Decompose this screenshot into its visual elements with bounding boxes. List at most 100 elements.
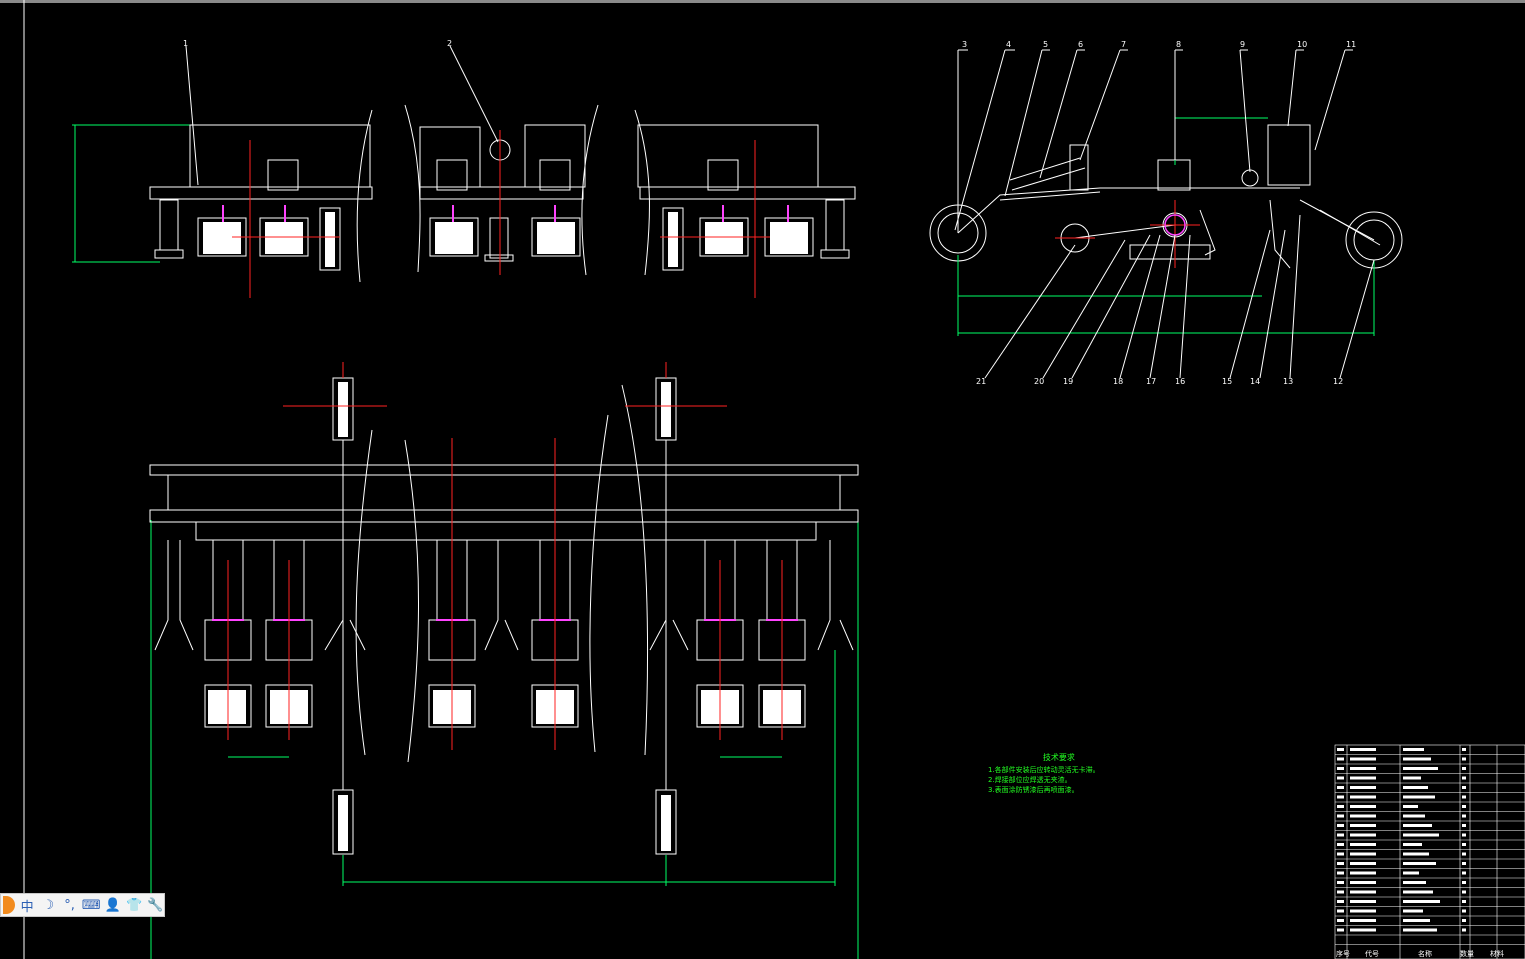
callout-14: 14 xyxy=(1250,377,1260,386)
row-seq-mark xyxy=(1337,748,1344,751)
header-seq: 序号 xyxy=(1336,949,1350,958)
parts-list-table xyxy=(1334,744,1525,959)
technical-requirements: 技术要求 1.各部件安装后应转动灵活无卡滞。 2.焊接部位应焊透无夹渣。 3.表… xyxy=(988,753,1100,795)
callout-4: 4 xyxy=(1006,40,1011,49)
tech-line-3: 3.表面涂防锈漆后再喷面漆。 xyxy=(988,786,1079,794)
row-seq-mark xyxy=(1337,862,1344,865)
header-name: 名称 xyxy=(1418,949,1432,958)
row-seq-mark xyxy=(1337,776,1344,780)
row-qty-mark xyxy=(1462,881,1466,884)
ime-toolbar[interactable]: 中 ☽ °, ⌨ 👤 👕 🔧 xyxy=(0,893,165,917)
row-seq-mark xyxy=(1337,919,1344,922)
row-code-mark xyxy=(1350,900,1376,903)
row-name-mark xyxy=(1403,776,1421,780)
row-name-mark xyxy=(1403,852,1429,856)
side-elevation-view xyxy=(929,124,1403,269)
row-seq-mark xyxy=(1337,890,1344,894)
row-seq-mark xyxy=(1337,852,1344,856)
row-seq-mark xyxy=(1337,881,1344,884)
row-seq-mark xyxy=(1337,786,1344,789)
keyboard-icon[interactable]: ⌨ xyxy=(81,897,101,913)
row-seq-mark xyxy=(1337,928,1344,932)
row-qty-mark xyxy=(1462,767,1466,770)
tech-line-2: 2.焊接部位应焊透无夹渣。 xyxy=(988,776,1072,784)
row-seq-mark xyxy=(1337,767,1344,770)
row-code-mark xyxy=(1350,919,1376,922)
header-material: 材料 xyxy=(1490,949,1504,958)
row-qty-mark xyxy=(1462,928,1466,932)
row-qty-mark xyxy=(1462,814,1466,818)
row-qty-mark xyxy=(1462,909,1466,913)
callout-6: 6 xyxy=(1078,40,1083,49)
callout-5: 5 xyxy=(1043,40,1048,49)
punctuation-icon[interactable]: °, xyxy=(64,897,75,913)
ime-logo-icon[interactable] xyxy=(3,896,15,914)
parts-list-entries xyxy=(1337,748,1466,932)
callout-1: 1 xyxy=(183,39,188,48)
row-seq-mark xyxy=(1337,795,1344,799)
row-name-mark xyxy=(1403,909,1423,913)
row-code-mark xyxy=(1350,928,1376,932)
row-name-mark xyxy=(1403,900,1440,903)
row-code-mark xyxy=(1350,843,1376,846)
row-code-mark xyxy=(1350,805,1376,808)
callout-18: 18 xyxy=(1113,377,1123,386)
row-code-mark xyxy=(1350,748,1376,751)
callout-13: 13 xyxy=(1283,377,1293,386)
row-name-mark xyxy=(1403,881,1426,884)
row-code-mark xyxy=(1350,757,1376,761)
row-code-mark xyxy=(1350,776,1376,780)
row-qty-mark xyxy=(1462,786,1466,789)
row-qty-mark xyxy=(1462,776,1466,780)
row-qty-mark xyxy=(1462,795,1466,799)
row-code-mark xyxy=(1350,862,1376,865)
row-name-mark xyxy=(1403,833,1439,837)
row-qty-mark xyxy=(1462,890,1466,894)
row-seq-mark xyxy=(1337,824,1344,827)
row-name-mark xyxy=(1403,786,1428,789)
callout-11: 11 xyxy=(1346,40,1356,49)
row-seq-mark xyxy=(1337,900,1344,903)
row-qty-mark xyxy=(1462,805,1466,808)
row-name-mark xyxy=(1403,824,1432,827)
row-name-mark xyxy=(1403,795,1435,799)
row-qty-mark xyxy=(1462,833,1466,837)
row-seq-mark xyxy=(1337,871,1344,875)
tech-line-1: 1.各部件安装后应转动灵活无卡滞。 xyxy=(988,766,1100,774)
row-name-mark xyxy=(1403,757,1431,761)
row-name-mark xyxy=(1403,805,1418,808)
callout-2: 2 xyxy=(447,39,452,48)
row-code-mark xyxy=(1350,767,1376,770)
tech-title: 技术要求 xyxy=(1042,753,1075,762)
row-qty-mark xyxy=(1462,871,1466,875)
row-qty-mark xyxy=(1462,919,1466,922)
row-seq-mark xyxy=(1337,805,1344,808)
row-code-mark xyxy=(1350,909,1376,913)
front-elevation-view xyxy=(72,104,856,283)
callout-21: 21 xyxy=(976,377,986,386)
row-code-mark xyxy=(1350,814,1376,818)
row-code-mark xyxy=(1350,871,1376,875)
row-qty-mark xyxy=(1462,748,1466,751)
callout-10: 10 xyxy=(1297,40,1307,49)
halfwidth-moon-icon[interactable]: ☽ xyxy=(42,897,55,913)
window-top-border xyxy=(0,0,1525,3)
callout-19: 19 xyxy=(1063,377,1073,386)
chinese-mode-button[interactable]: 中 xyxy=(20,899,34,915)
row-name-mark xyxy=(1403,862,1436,865)
row-code-mark xyxy=(1350,824,1376,827)
skin-shirt-icon[interactable]: 👕 xyxy=(126,897,143,913)
callout-8: 8 xyxy=(1176,40,1181,49)
row-qty-mark xyxy=(1462,862,1466,865)
row-qty-mark xyxy=(1462,757,1466,761)
row-name-mark xyxy=(1403,843,1422,846)
row-name-mark xyxy=(1403,928,1437,932)
plan-view xyxy=(149,377,859,855)
settings-wrench-icon[interactable]: 🔧 xyxy=(147,897,164,913)
user-icon[interactable]: 👤 xyxy=(104,897,121,913)
callout-16: 16 xyxy=(1175,377,1185,386)
row-name-mark xyxy=(1403,767,1438,770)
row-name-mark xyxy=(1403,748,1424,751)
parts-list-rows xyxy=(1335,754,1525,945)
